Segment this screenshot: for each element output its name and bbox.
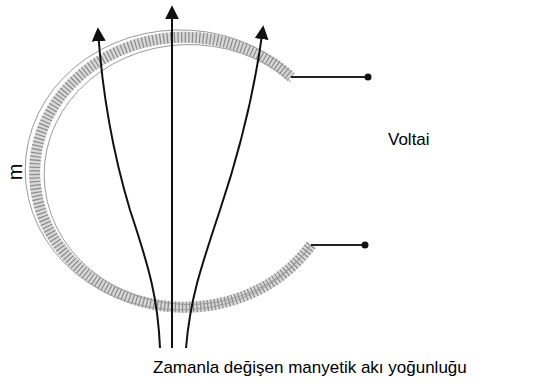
- coil-edge: [44, 45, 311, 305]
- field-line: [186, 28, 263, 348]
- terminal-dot: [365, 74, 372, 81]
- field-line: [98, 30, 160, 348]
- terminal-wire: [291, 76, 368, 78]
- terminal-dot: [362, 242, 369, 249]
- rotated-symbol: m: [3, 164, 27, 181]
- field-line: [171, 8, 173, 348]
- coil-edge: [25, 30, 311, 310]
- voltage-label: Voltai: [388, 130, 430, 150]
- terminal-wire: [311, 244, 365, 246]
- caption-label: Zamanla değişen manyetik akı yoğunluğu: [153, 358, 467, 378]
